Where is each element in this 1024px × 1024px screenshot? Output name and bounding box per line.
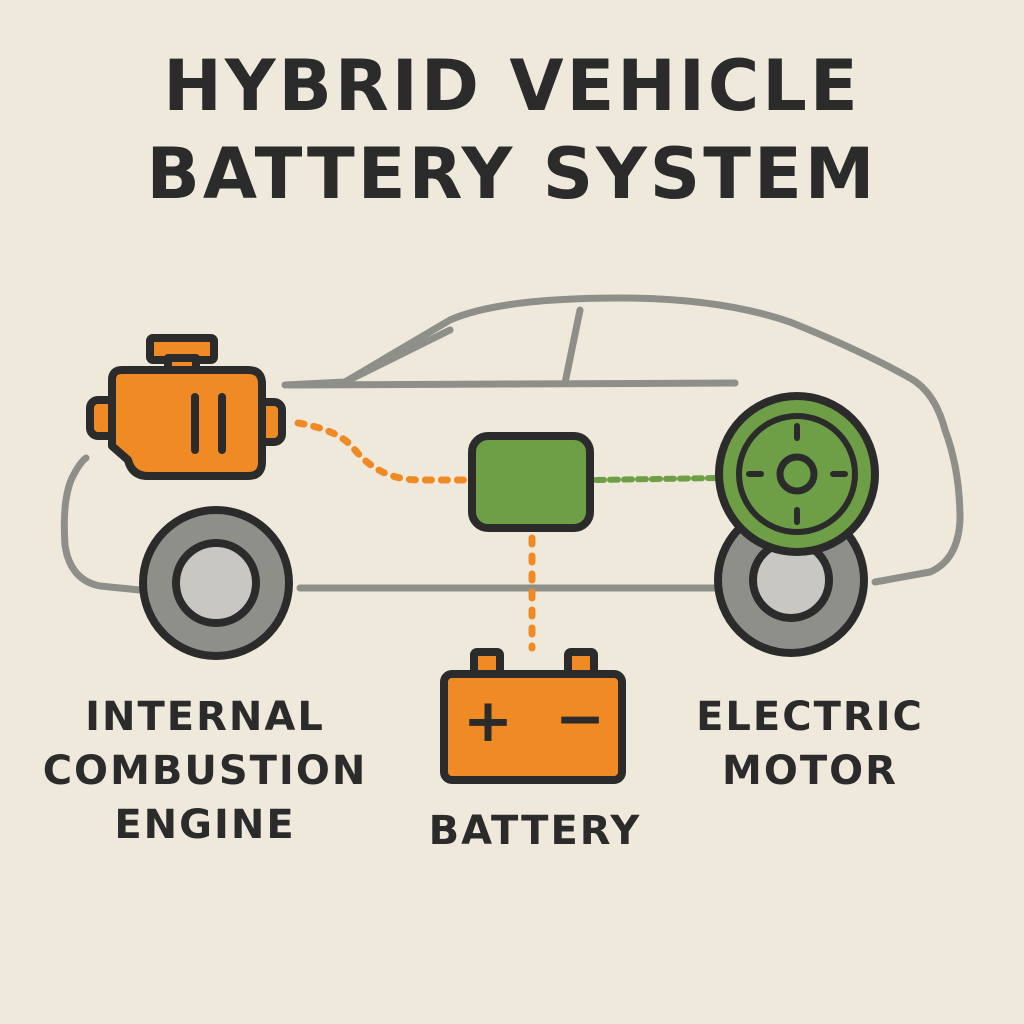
battery-minus-sign: − (555, 684, 605, 754)
diagram-title: HYBRID VEHICLE BATTERY SYSTEM (0, 42, 1024, 218)
battery-plus-sign: + (463, 686, 513, 756)
title-line-1: HYBRID VEHICLE (163, 45, 861, 127)
engine-label-line-2: COMBUSTION (42, 748, 368, 794)
battery-label: BATTERY (400, 804, 670, 858)
electric-motor-icon (715, 392, 879, 556)
engine-icon (86, 334, 286, 480)
title-line-2: BATTERY SYSTEM (146, 133, 878, 215)
controller-to-motor-link (593, 475, 719, 483)
window-base-line (286, 379, 739, 389)
engine-label: INTERNAL COMBUSTION ENGINE (30, 690, 380, 852)
motor-label-line-2: MOTOR (722, 748, 898, 794)
motor-label-line-1: ELECTRIC (696, 694, 924, 740)
engine-to-controller-link (294, 419, 474, 484)
power-controller-icon (468, 432, 594, 532)
engine-label-line-1: INTERNAL (85, 694, 325, 740)
battery-icon (440, 648, 626, 784)
windshield-line (341, 326, 454, 386)
engine-label-line-3: ENGINE (114, 802, 296, 848)
motor-label: ELECTRIC MOTOR (680, 690, 940, 798)
car-front-bumper (60, 454, 144, 594)
front-wheel (139, 506, 293, 660)
window-pillar (561, 306, 584, 387)
connections (294, 419, 719, 652)
car-roof-line (281, 294, 964, 586)
battery-label-line-1: BATTERY (428, 808, 642, 854)
car-outline (60, 294, 964, 594)
